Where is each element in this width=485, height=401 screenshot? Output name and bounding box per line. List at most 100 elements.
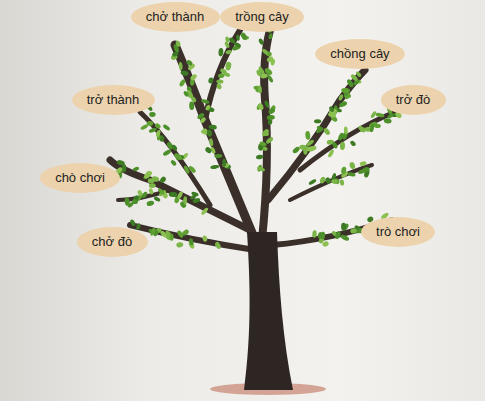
leaf bbox=[328, 105, 335, 112]
leaf bbox=[129, 219, 136, 227]
leaf bbox=[312, 230, 317, 238]
leaf bbox=[374, 124, 381, 129]
leaf bbox=[314, 119, 321, 123]
leaf bbox=[149, 183, 156, 188]
leaf bbox=[200, 207, 209, 216]
word-oval: chở thành bbox=[131, 2, 220, 32]
leaf bbox=[341, 166, 347, 174]
leaf bbox=[369, 124, 375, 133]
word-label: chò chơi bbox=[55, 171, 105, 185]
leaf bbox=[136, 223, 141, 230]
leaf bbox=[338, 100, 347, 108]
leaf bbox=[148, 127, 157, 134]
leaf bbox=[340, 179, 345, 185]
leaf bbox=[323, 127, 331, 136]
leaf bbox=[208, 77, 214, 84]
leaf bbox=[204, 146, 212, 154]
word-oval: trở đò bbox=[381, 85, 446, 115]
leaf bbox=[341, 88, 350, 94]
leaf bbox=[155, 129, 161, 137]
leaf bbox=[340, 234, 350, 242]
leaf bbox=[387, 112, 394, 119]
leaf bbox=[205, 104, 212, 111]
leaf bbox=[267, 74, 274, 83]
leaf bbox=[154, 122, 161, 129]
leaf bbox=[137, 189, 143, 196]
leaf bbox=[305, 131, 311, 140]
leaf bbox=[370, 111, 377, 119]
leaf bbox=[214, 154, 222, 158]
leaf bbox=[206, 129, 212, 137]
leaf bbox=[225, 50, 232, 55]
leaf bbox=[171, 144, 178, 152]
leaf bbox=[350, 228, 358, 234]
tree-leaves bbox=[115, 24, 403, 249]
leaf bbox=[159, 176, 167, 184]
leaf bbox=[263, 132, 269, 136]
word-oval: chở đò bbox=[77, 227, 148, 257]
leaf bbox=[359, 161, 366, 167]
leaf bbox=[384, 118, 392, 124]
leaf bbox=[266, 56, 274, 64]
leaf bbox=[178, 62, 182, 71]
leaf bbox=[149, 227, 156, 236]
leaf bbox=[308, 178, 317, 186]
leaf bbox=[201, 99, 210, 105]
leaf bbox=[214, 241, 222, 250]
leaf bbox=[332, 141, 339, 149]
leaf bbox=[171, 51, 179, 57]
word-oval: trở thành bbox=[72, 85, 155, 115]
leaf bbox=[183, 165, 190, 175]
leaf bbox=[189, 102, 194, 111]
leaf bbox=[362, 166, 370, 172]
leaf bbox=[146, 200, 155, 207]
leaf bbox=[144, 170, 153, 179]
word-oval: trồng cây bbox=[220, 2, 304, 32]
leaf bbox=[178, 78, 186, 87]
leaf bbox=[347, 172, 355, 177]
leaf bbox=[324, 177, 331, 185]
leaf bbox=[124, 197, 130, 206]
leaf bbox=[131, 199, 138, 205]
leaf bbox=[225, 62, 232, 71]
leaf bbox=[176, 242, 184, 248]
leaf bbox=[183, 90, 190, 97]
leaf bbox=[341, 222, 350, 231]
leaf bbox=[153, 196, 161, 203]
leaf bbox=[210, 164, 219, 169]
word-label: chở thành bbox=[146, 10, 204, 24]
leaf bbox=[305, 139, 314, 147]
word-label: trở đò bbox=[396, 93, 431, 107]
leaf bbox=[264, 100, 270, 109]
leaf bbox=[222, 159, 226, 167]
leaf bbox=[236, 34, 240, 41]
leaf bbox=[240, 32, 249, 41]
leaf bbox=[175, 40, 181, 47]
leaf bbox=[256, 154, 264, 160]
leaf bbox=[319, 176, 326, 184]
leaf bbox=[202, 235, 208, 242]
leaf bbox=[258, 85, 262, 93]
leaf bbox=[189, 73, 197, 81]
leaf bbox=[225, 61, 230, 69]
leaf bbox=[258, 66, 266, 75]
leaf bbox=[355, 71, 362, 78]
leaf bbox=[189, 238, 194, 246]
word-label: trồng cây bbox=[235, 10, 288, 24]
leaf bbox=[177, 191, 184, 200]
leaf bbox=[225, 36, 230, 43]
leaf bbox=[169, 192, 178, 198]
leaf bbox=[349, 140, 356, 147]
leaf bbox=[173, 152, 183, 161]
leaf bbox=[218, 48, 223, 57]
leaf bbox=[266, 115, 275, 121]
leaf bbox=[157, 187, 165, 195]
leaf bbox=[191, 191, 199, 197]
leaf bbox=[327, 149, 335, 159]
leaf bbox=[322, 241, 330, 248]
word-label: chở đò bbox=[92, 235, 132, 249]
leaf bbox=[257, 166, 266, 172]
leaf bbox=[200, 128, 208, 134]
